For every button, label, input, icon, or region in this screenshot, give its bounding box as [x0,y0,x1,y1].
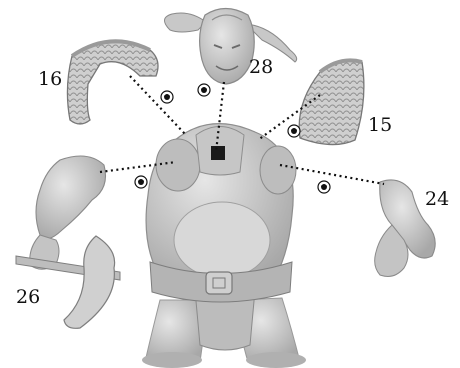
part-number-24: 24 [425,190,449,209]
head-part [164,9,296,85]
part-number-16: 16 [38,70,62,89]
glue-drop-icon [288,125,300,137]
ogre-body [142,124,306,368]
connector-16 [130,76,185,134]
glue-drop-icon [318,181,330,193]
glue-drop-icon [198,84,210,96]
part-number-28: 28 [249,58,273,77]
shoulder-pad-right-part [299,60,364,144]
part-number-26: 26 [16,288,40,307]
shoulder-pad-left-part [67,41,158,124]
glue-drop-icon [135,176,147,188]
part-number-15: 15 [368,116,392,135]
glue-drop-icon [161,91,173,103]
neck-peg-socket [211,146,225,160]
